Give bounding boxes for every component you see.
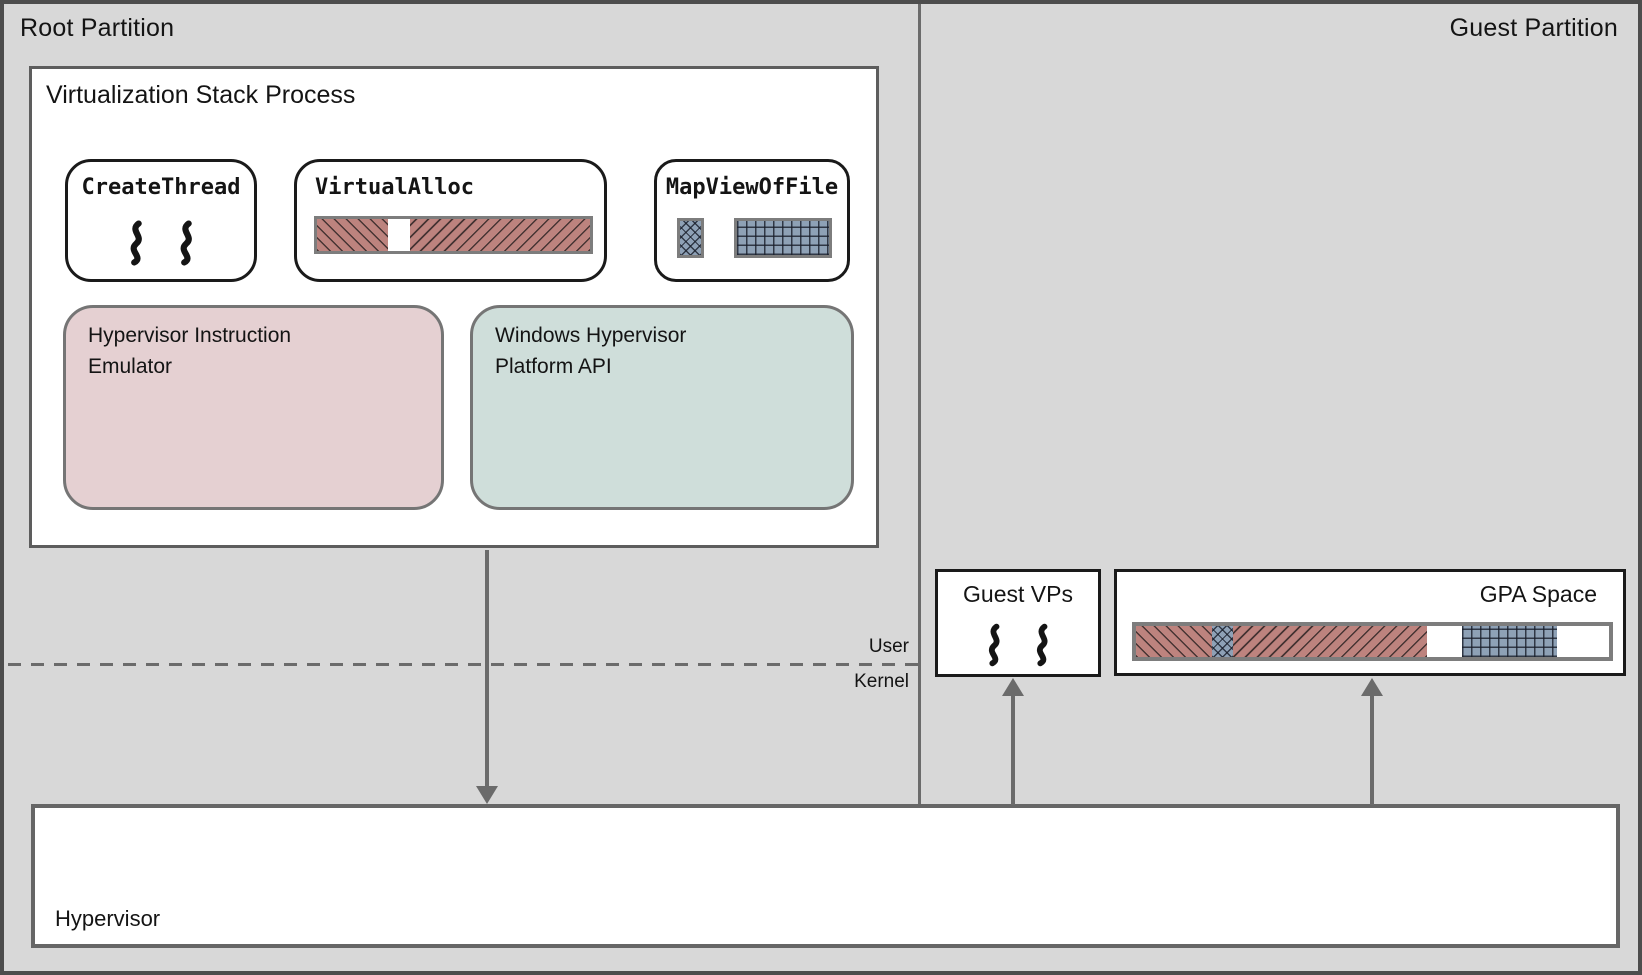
memory-segment-hb	[409, 219, 590, 251]
hypervisor-to-guest-vps-arrow	[1011, 695, 1015, 805]
virtual-alloc-memory-bar	[314, 216, 593, 254]
windows-hypervisor-platform-api-box: Windows Hypervisor Platform API	[470, 305, 854, 510]
hypervisor-instruction-emulator-label: Hypervisor Instruction Emulator	[88, 320, 291, 382]
memory-segment-plain	[1426, 626, 1463, 657]
kernel-mode-label: Kernel	[854, 671, 909, 692]
gpa-space-memory-bar	[1132, 622, 1613, 661]
thread-squiggle-icon	[180, 220, 192, 266]
hypervisor-to-gpa-space-arrow	[1370, 695, 1374, 805]
label-line: Windows Hypervisor	[495, 324, 687, 347]
memory-segment-hf	[317, 219, 388, 251]
windows-hypervisor-platform-api-label: Windows Hypervisor Platform API	[495, 320, 686, 382]
guest-vps-title: Guest VPs	[963, 581, 1073, 607]
partition-divider-line	[918, 4, 921, 805]
virtual-alloc-title: VirtualAlloc	[315, 175, 474, 200]
memory-segment-cross	[1211, 626, 1233, 657]
create-thread-box: CreateThread	[65, 159, 257, 282]
root-partition-label: Root Partition	[20, 14, 175, 42]
hypervisor-instruction-emulator-box: Hypervisor Instruction Emulator	[63, 305, 444, 510]
arrow-down-icon	[476, 786, 498, 804]
thread-squiggles	[68, 220, 254, 266]
vp-squiggles	[938, 620, 1098, 670]
arrow-up-icon	[1002, 678, 1024, 696]
create-thread-title: CreateThread	[81, 175, 241, 200]
arrow-up-icon	[1361, 678, 1383, 696]
memory-segment-grid	[734, 218, 832, 258]
user-kernel-boundary-line	[8, 663, 919, 666]
guest-vps-box: Guest VPs	[935, 569, 1101, 677]
guest-partition-label: Guest Partition	[1449, 14, 1618, 42]
hypervisor-box: Hypervisor	[31, 804, 1620, 948]
label-line: Emulator	[88, 355, 173, 378]
memory-segment-hf	[1136, 626, 1212, 657]
thread-squiggle-icon	[988, 623, 1000, 667]
gpa-space-box: GPA Space	[1114, 569, 1626, 676]
memory-segment-grid	[1462, 626, 1557, 657]
memory-segment-plain	[1556, 626, 1609, 657]
label-line: Hypervisor Instruction	[88, 324, 292, 347]
virtualization-stack-process-title: Virtualization Stack Process	[46, 81, 356, 109]
virtualization-stack-process-box: Virtualization Stack Process CreateThrea…	[29, 66, 879, 548]
label-line: Platform API	[495, 355, 612, 378]
map-view-of-file-box: MapViewOfFile	[654, 159, 850, 282]
virtual-alloc-box: VirtualAlloc	[294, 159, 607, 282]
thread-squiggle-icon	[130, 220, 142, 266]
gpa-space-title: GPA Space	[1479, 581, 1597, 607]
map-view-of-file-title: MapViewOfFile	[665, 175, 839, 200]
map-view-memory-blocks	[677, 218, 832, 258]
memory-segment-plain	[387, 219, 410, 251]
memory-segment-cross	[677, 218, 704, 258]
vsp-to-hypervisor-arrow	[485, 550, 489, 788]
user-mode-label: User	[868, 636, 909, 657]
hypervisor-label: Hypervisor	[55, 906, 161, 931]
memory-segment-hb	[1232, 626, 1427, 657]
thread-squiggle-icon	[1036, 623, 1048, 667]
